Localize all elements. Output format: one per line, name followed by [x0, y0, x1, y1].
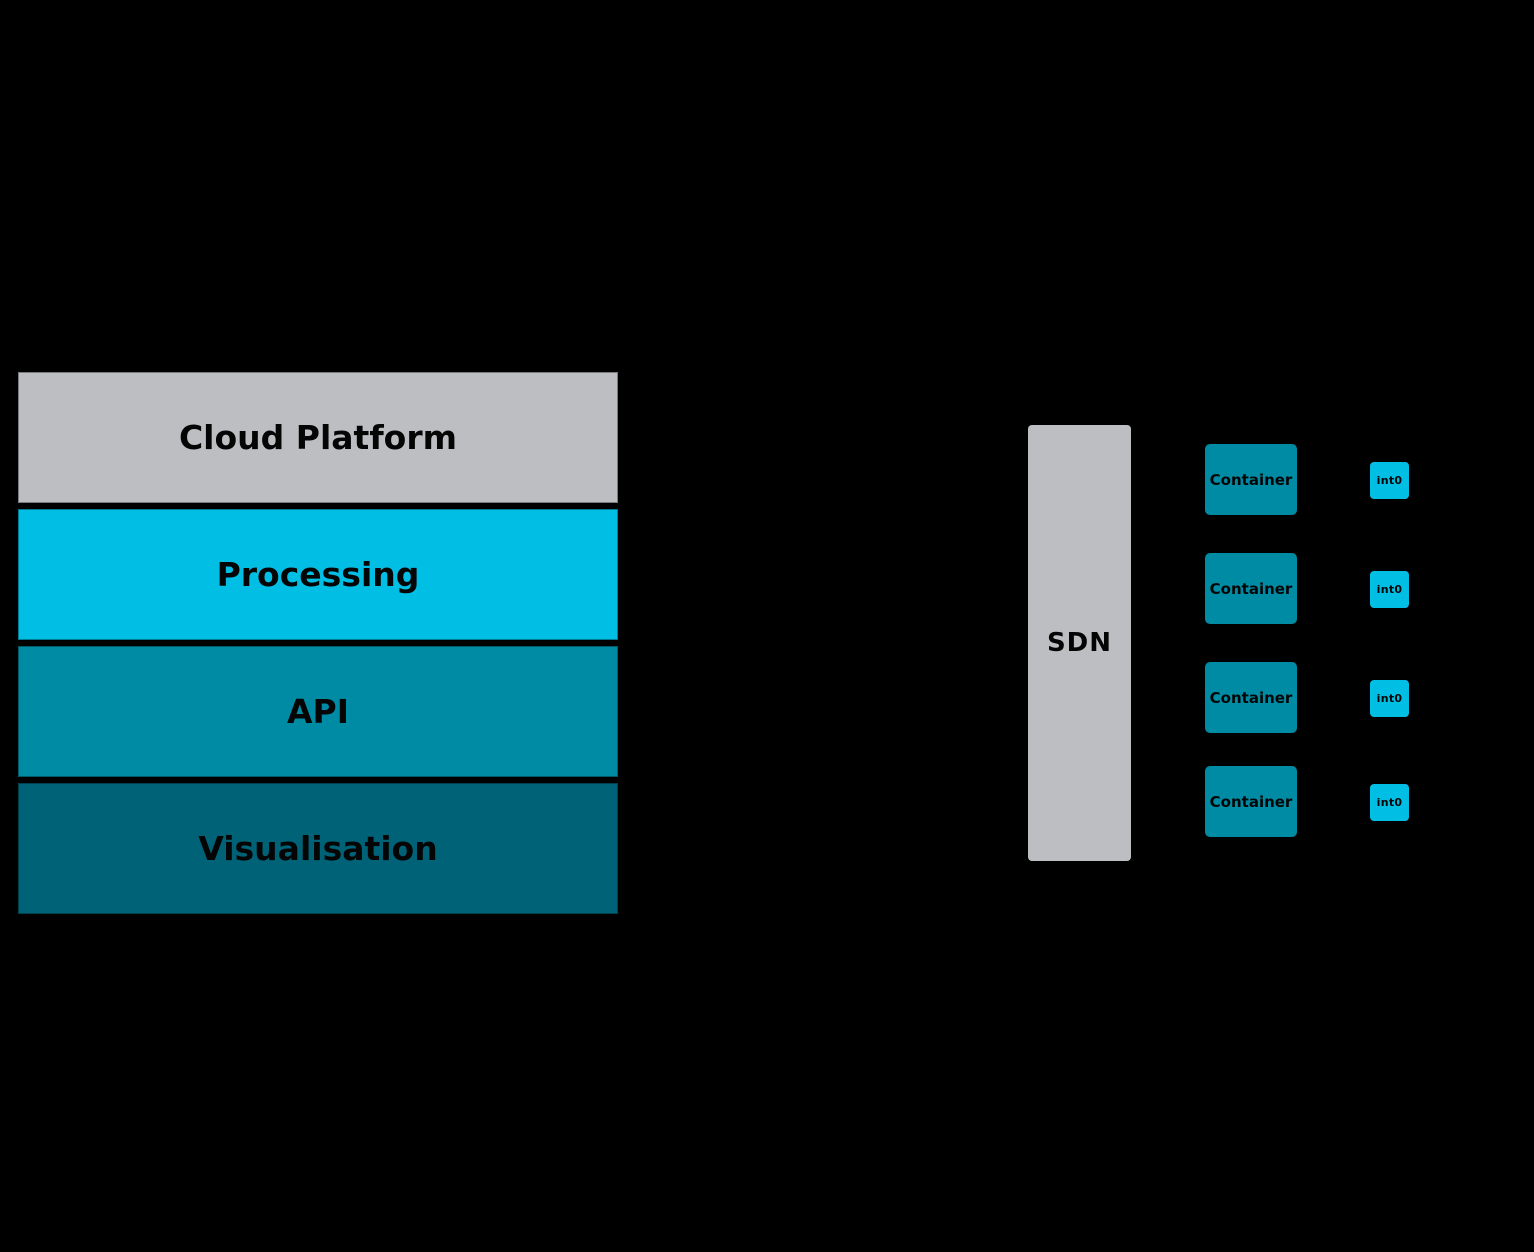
platform-layer-stack: Cloud Platform Processing API Visualisat… — [18, 372, 618, 914]
sdn-label: SDN — [1046, 628, 1113, 658]
interface-label: int0 — [1376, 692, 1403, 705]
layer-visualisation-label: Visualisation — [198, 829, 438, 868]
layer-api: API — [18, 646, 618, 777]
layer-cloud-platform: Cloud Platform — [18, 372, 618, 503]
interface-label: int0 — [1376, 796, 1403, 809]
interface-label: int0 — [1376, 583, 1403, 596]
container-label: Container — [1209, 579, 1293, 598]
layer-processing-label: Processing — [216, 555, 420, 594]
container-label: Container — [1209, 792, 1293, 811]
sdn-bar: SDN — [1028, 425, 1131, 861]
container-label: Container — [1209, 470, 1293, 489]
interface-box-1: int0 — [1370, 462, 1409, 499]
interface-box-4: int0 — [1370, 784, 1409, 821]
container-box-4: Container — [1205, 766, 1297, 837]
layer-visualisation: Visualisation — [18, 783, 618, 914]
layer-cloud-platform-label: Cloud Platform — [178, 418, 458, 457]
container-box-1: Container — [1205, 444, 1297, 515]
container-box-2: Container — [1205, 553, 1297, 624]
interface-box-2: int0 — [1370, 571, 1409, 608]
interface-box-3: int0 — [1370, 680, 1409, 717]
container-box-3: Container — [1205, 662, 1297, 733]
layer-api-label: API — [286, 692, 349, 731]
interface-label: int0 — [1376, 474, 1403, 487]
container-label: Container — [1209, 688, 1293, 707]
layer-processing: Processing — [18, 509, 618, 640]
